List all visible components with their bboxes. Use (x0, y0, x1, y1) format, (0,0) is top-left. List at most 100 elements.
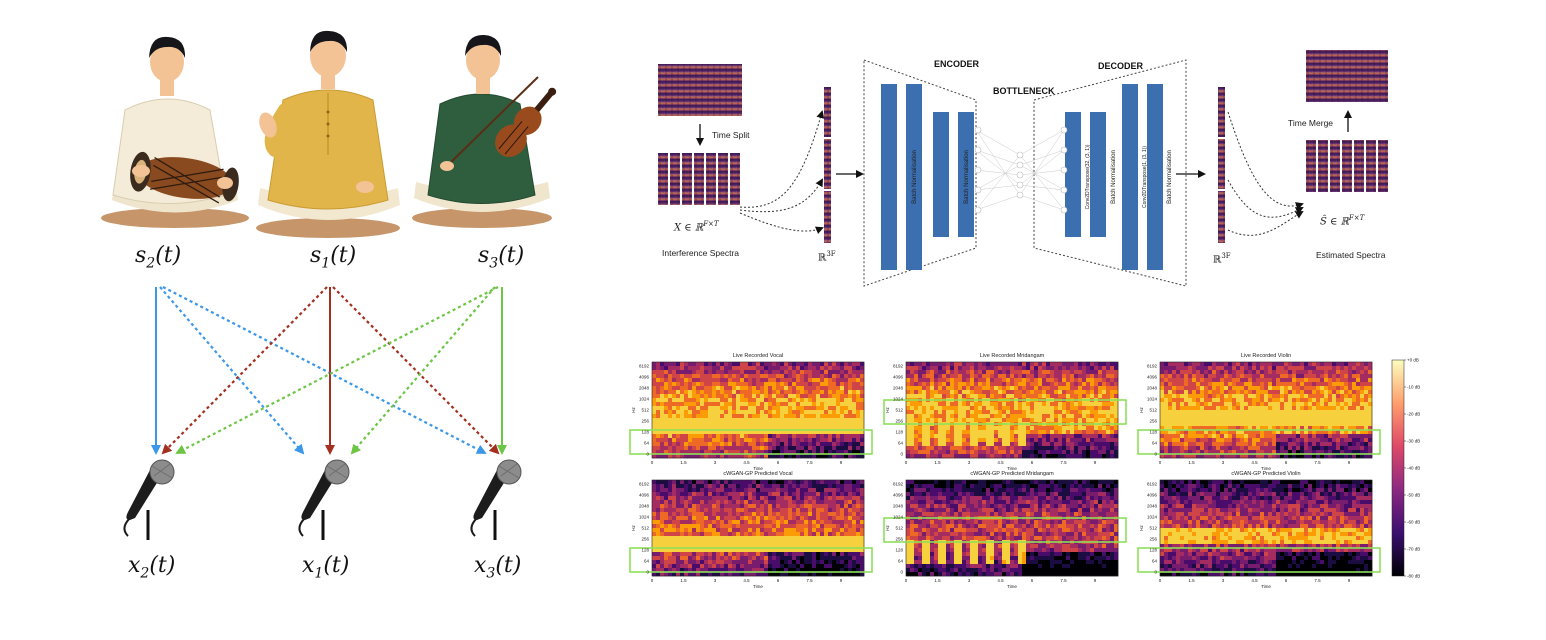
colorbar-tick-label: -70 dB (1407, 547, 1420, 552)
x-axis-label: Time (1007, 466, 1017, 471)
colorbar-tick-label: -50 dB (1407, 493, 1420, 498)
y-tick-label: 128 (641, 430, 649, 435)
y-tick-label: 8192 (1147, 364, 1158, 369)
x-tick-label: 1.5 (934, 460, 941, 465)
x-tick-label: 7.5 (1314, 578, 1321, 583)
x-tick-label: 9 (1348, 578, 1351, 583)
x-tick-label: 9 (1348, 460, 1351, 465)
y-tick-label: 2048 (1147, 386, 1158, 391)
x-tick-label: 1.5 (1188, 460, 1195, 465)
x-tick-label: 3 (1222, 578, 1225, 583)
dec-layer-label: Conv2DTranspose(1, (3, 1)) (1142, 145, 1148, 209)
source-label-s2: s2(t) (135, 243, 182, 272)
time-merge-label: Time Merge (1288, 118, 1334, 128)
architecture-diagram: ENCODER DECODER BOTTLENECK Time Split Ti… (640, 40, 1420, 300)
y-tick-label: 0 (900, 452, 903, 457)
output-caption: Estimated Spectra (1316, 250, 1386, 260)
spectrogram-panel (905, 361, 1119, 459)
spectrogram-panel (1159, 361, 1373, 459)
mixing-diagram: s2(t) s1(t) s3(t) x2(t) x1(t) x3(t) (0, 0, 620, 640)
y-tick-label: 0 (1154, 452, 1157, 457)
highlight-box (1137, 429, 1381, 455)
y-axis-label: Hz (885, 525, 890, 531)
x-axis-label: Time (1261, 466, 1271, 471)
y-tick-label: 128 (1149, 548, 1157, 553)
y-tick-label: 1024 (893, 397, 904, 402)
architecture-svg (658, 50, 1388, 287)
x-axis-label: Time (753, 466, 763, 471)
decoder-block (1033, 59, 1187, 287)
y-axis-label: Hz (631, 407, 636, 413)
x-axis-label: Time (1007, 584, 1017, 589)
source-label-s3: s3(t) (478, 243, 525, 272)
y-axis-label: Hz (885, 407, 890, 413)
encoder-block (863, 59, 977, 287)
y-tick-label: 512 (1149, 526, 1157, 531)
x-tick-label: 4.5 (1251, 460, 1258, 465)
x-tick-label: 0 (1159, 460, 1162, 465)
input-math: X ∈ ℝF×T (674, 220, 719, 234)
merge-strips (1306, 140, 1388, 192)
y-tick-label: 2048 (639, 504, 650, 509)
highlight-box (629, 547, 873, 573)
mic-label-x1: x1(t) (302, 553, 350, 582)
x-tick-label: 7.5 (1314, 460, 1321, 465)
x-tick-label: 9 (840, 460, 843, 465)
panel-title: Live Recorded Violin (1240, 353, 1292, 359)
panel-title: cWGAN-GP Predicted Vocal (723, 471, 793, 477)
microphone-icon (298, 459, 350, 540)
y-tick-label: 64 (898, 559, 904, 564)
y-tick-label: 4096 (893, 375, 904, 380)
y-axis-label: Hz (1139, 525, 1144, 531)
decoder-layers (1065, 84, 1163, 270)
r3f-input: ℝ3F (818, 250, 836, 264)
y-tick-label: 1024 (639, 397, 650, 402)
x-tick-label: 0 (905, 578, 908, 583)
output-math: Ŝ ∈ ℝF×T (1320, 214, 1365, 228)
colorbar-tick-label: +0 dB (1407, 358, 1419, 363)
y-tick-label: 512 (895, 526, 903, 531)
y-tick-label: 2048 (893, 386, 904, 391)
y-tick-label: 64 (644, 559, 650, 564)
x-tick-label: 9 (1094, 578, 1097, 583)
output-spectrogram (1306, 50, 1388, 102)
y-tick-label: 1024 (1147, 515, 1158, 520)
y-tick-label: 256 (895, 537, 903, 542)
highlight-box (883, 517, 1127, 543)
y-tick-label: 128 (895, 430, 903, 435)
musician-mridangam (101, 36, 249, 228)
x-tick-label: 3 (714, 460, 717, 465)
enc-layer-label: Conv2D(64, (3, 1)) (928, 156, 934, 198)
y-tick-label: 512 (1149, 408, 1157, 413)
encoder-layers (881, 84, 974, 270)
x-tick-label: 6 (1285, 460, 1288, 465)
y-tick-label: 128 (1149, 430, 1157, 435)
spectrogram-panel (1159, 479, 1373, 577)
dec-layer-label: Batch Normalisation (1111, 150, 1117, 204)
y-tick-label: 256 (1149, 419, 1157, 424)
r3f-output: ℝ3F (1213, 252, 1231, 266)
x-tick-label: 3 (1222, 460, 1225, 465)
x-tick-label: 0 (651, 460, 654, 465)
y-tick-label: 256 (641, 419, 649, 424)
stacked-output (1218, 87, 1225, 243)
x-tick-label: 9 (1094, 460, 1097, 465)
bottleneck-mesh (975, 129, 1065, 211)
y-tick-label: 8192 (639, 482, 650, 487)
highlight-box (883, 399, 1127, 425)
y-tick-label: 0 (646, 570, 649, 575)
y-tick-label: 128 (641, 548, 649, 553)
colorbar (1391, 359, 1405, 577)
x-tick-label: 3 (968, 460, 971, 465)
stacked-input (824, 87, 831, 243)
panel-title: cWGAN-GP Predicted Violin (1231, 471, 1301, 477)
enc-layer-label: Batch Normalisation (912, 150, 918, 204)
spectrogram-panel (905, 479, 1119, 577)
y-tick-label: 2048 (639, 386, 650, 391)
x-axis-label: Time (1261, 584, 1271, 589)
dec-layer-label: Conv2DTranspose(32, (3, 1)) (1085, 144, 1091, 210)
y-tick-label: 8192 (893, 482, 904, 487)
input-spectrogram (658, 64, 742, 116)
y-tick-label: 0 (900, 570, 903, 575)
x-tick-label: 6 (777, 460, 780, 465)
